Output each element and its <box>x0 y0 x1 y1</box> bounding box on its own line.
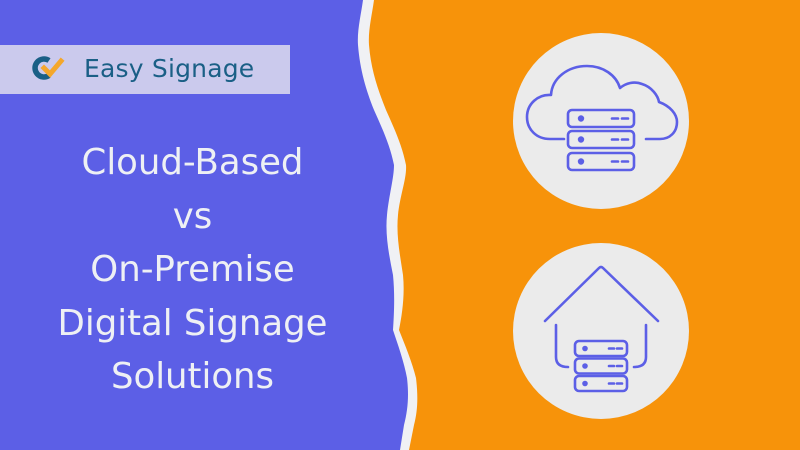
headline: Cloud-Based vs On-Premise Digital Signag… <box>15 136 370 404</box>
headline-line-4: Digital Signage <box>57 302 328 344</box>
headline-line-5: Solutions <box>110 356 275 397</box>
headline-line-1: Cloud-Based <box>81 142 304 183</box>
left-panel <box>0 0 408 450</box>
house-server-icon <box>513 243 689 419</box>
brand-banner: Easy Signage <box>0 45 290 94</box>
brand-name: Easy Signage <box>84 54 255 83</box>
cloud-server-icon <box>513 33 689 209</box>
headline-line-3: On-Premise <box>90 249 295 290</box>
headline-line-2: vs <box>172 195 213 237</box>
c-check-logo-icon <box>32 56 65 80</box>
